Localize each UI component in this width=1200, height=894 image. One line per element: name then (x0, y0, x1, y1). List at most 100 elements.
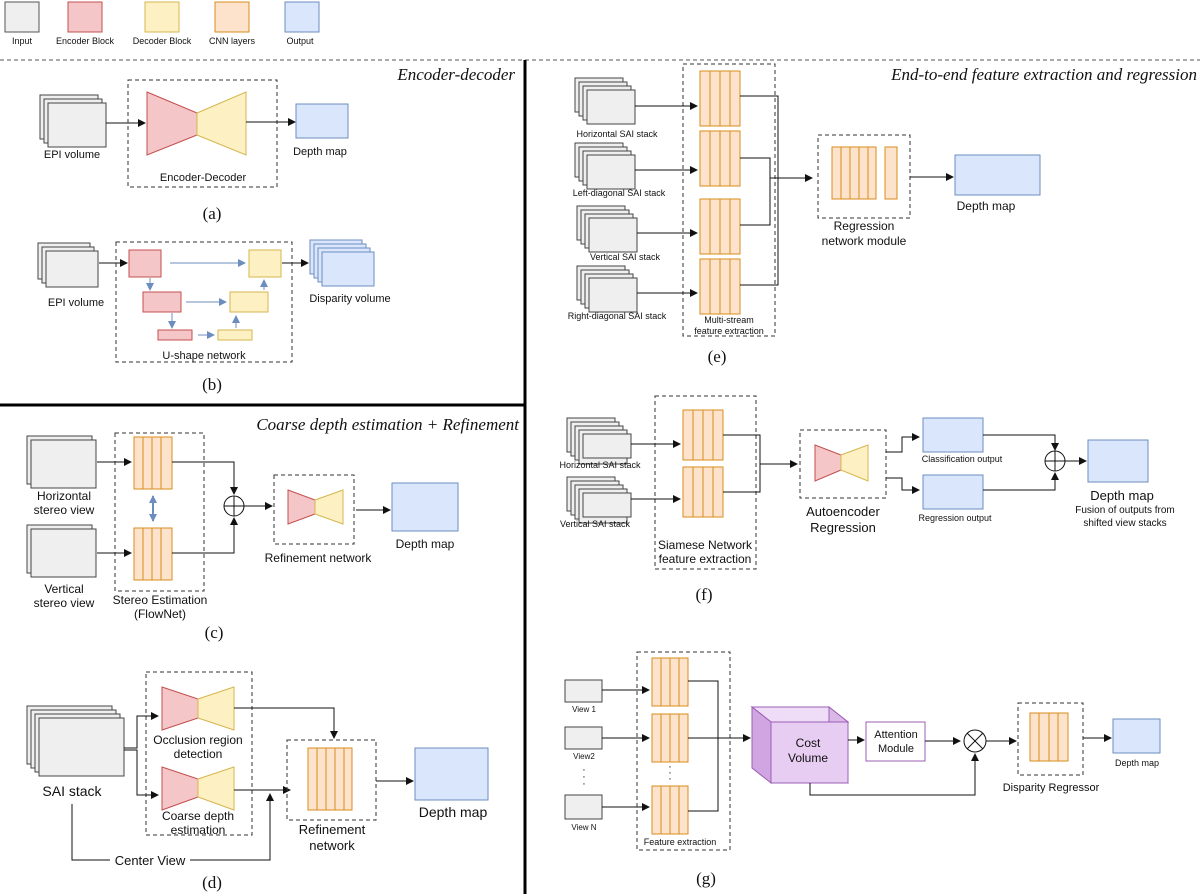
e-horizontal-stack (574, 77, 636, 125)
a-caption: (a) (203, 204, 222, 223)
panel-c: Horizontal stereo view Vertical stereo v… (26, 432, 459, 642)
f-siamese-box (654, 395, 757, 570)
g-feature-cnn-n (651, 785, 689, 835)
g-ellipsis-2: · (582, 771, 586, 783)
g-feature-label: Feature extraction (644, 837, 717, 847)
panel-f: Horizontal SAI stack Vertical SAI stack … (559, 395, 1175, 604)
d-occlusion-line2: detection (174, 747, 223, 761)
a-output-label: Depth map (293, 146, 347, 158)
d-refinement-line1: Refinement (299, 822, 366, 837)
e-cnn-stream-1 (699, 70, 741, 127)
f-output-label: Depth map (1090, 488, 1154, 503)
section-title-end-to-end: End-to-end feature extraction and regres… (890, 65, 1197, 84)
e-vertical-stack (576, 205, 638, 253)
a-depth-map-output (295, 103, 349, 139)
d-coarse-encoder (161, 766, 199, 811)
legend-label-cnn: CNN layers (209, 36, 256, 46)
d-input-label: SAI stack (42, 783, 102, 799)
d-occlusion-line1: Occlusion region (153, 733, 242, 747)
f-horizontal-stack (566, 417, 632, 465)
d-subnetwork-box (145, 671, 253, 836)
f-classification-output (922, 417, 984, 453)
g-cost-line1: Cost (796, 736, 821, 750)
f-siamese-cnn-1 (682, 409, 724, 461)
section-title-encoder-decoder: Encoder-decoder (396, 65, 515, 84)
b-ushape-box (115, 241, 293, 363)
f-classification-label: Classification output (922, 454, 1003, 464)
e-right-diagonal-stack (576, 265, 638, 313)
f-regression-output (922, 474, 984, 510)
e-regression-line1: Regression (834, 219, 895, 233)
g-attention-line1: Attention (874, 729, 917, 741)
b-input-label: EPI volume (48, 297, 104, 309)
legend-item-input: Input (4, 1, 40, 46)
e-caption: (e) (708, 347, 727, 366)
g-cnn-ellipsis-2: · (668, 767, 672, 779)
legend-label-input: Input (12, 36, 33, 46)
d-depth-map-output (414, 747, 489, 801)
panel-d: SAI stack Occlusion region detection Coa… (26, 671, 489, 892)
c-stereo-box (114, 432, 205, 592)
c-decoder (314, 489, 344, 525)
e-depth-map-output (954, 154, 1041, 196)
f-fusion-line2: shifted view stacks (1083, 518, 1166, 529)
b-decoder-3 (217, 329, 253, 341)
f-fusion-line1: Fusion of outputs from (1075, 505, 1175, 516)
legend-label-output: Output (286, 36, 314, 46)
b-encoder-3 (157, 329, 193, 341)
b-decoder-2 (229, 291, 269, 313)
g-output-label: Depth map (1115, 758, 1159, 768)
d-coarse-decoder (197, 766, 235, 811)
d-occlusion-decoder (197, 686, 235, 731)
legend: Input Encoder Block Decoder Block CNN la… (4, 1, 320, 46)
g-regressor-cnn (1029, 712, 1069, 762)
c-vertical-stereo-stack (26, 524, 97, 578)
f-encoder (814, 444, 842, 482)
legend-item-decoder: Decoder Block (133, 1, 192, 46)
f-siamese-cnn-2 (682, 466, 724, 518)
c-refinement-label: Refinement network (265, 551, 373, 565)
c-depth-map-output (391, 482, 459, 532)
e-multistream-line2: feature extraction (694, 326, 764, 336)
d-refinement-line2: network (309, 838, 355, 853)
f-siamese-line1: Siamese Network (658, 538, 753, 552)
section-title-coarse-refinement: Coarse depth estimation + Refinement (256, 415, 520, 434)
f-vertical-stack (566, 476, 632, 524)
e-input-1-label: Left-diagonal SAI stack (573, 188, 666, 198)
a-encoder-decoder-box (127, 79, 278, 188)
a-input-label: EPI volume (44, 149, 100, 161)
g-view-1-box (564, 679, 603, 703)
legend-label-encoder: Encoder Block (56, 36, 115, 46)
panel-a: EPI volume Encoder-Decoder Depth map (a) (39, 79, 349, 223)
f-sum-operator (1044, 450, 1066, 472)
legend-item-cnn: CNN layers (209, 1, 256, 46)
e-input-2-label: Vertical SAI stack (590, 252, 661, 262)
d-output-label: Depth map (419, 804, 488, 820)
c-caption: (c) (205, 623, 224, 642)
panel-e: Horizontal SAI stack Left-diagonal SAI s… (568, 63, 1041, 366)
c-cnn-block-bottom (133, 527, 173, 581)
b-epi-volume-stack (37, 242, 99, 288)
d-refinement-cnn (307, 747, 353, 811)
e-left-diagonal-stack (574, 142, 636, 190)
f-decoder (840, 444, 869, 482)
panel-b: EPI volume U-shape network Disparity vol… (37, 239, 391, 394)
d-sai-stack (26, 705, 125, 777)
e-regression-cnn (831, 146, 898, 200)
e-multistream-line1: Multi-stream (704, 315, 754, 325)
b-encoder-1 (128, 249, 162, 278)
g-multiply-operator (963, 729, 987, 753)
b-network-label: U-shape network (162, 350, 246, 362)
b-caption: (b) (202, 375, 222, 394)
e-input-0-label: Horizontal SAI stack (576, 129, 658, 139)
d-coarse-line1: Coarse depth (162, 809, 234, 823)
epi-volume-stack (39, 94, 107, 148)
c-refinement-box (273, 474, 355, 545)
g-view-1-label: View2 (573, 752, 595, 761)
g-cost-line2: Volume (788, 751, 828, 765)
g-ellipsis-3: · (582, 778, 586, 790)
e-cnn-stream-4 (699, 258, 741, 315)
f-input-0-label: Horizontal SAI stack (559, 460, 641, 470)
g-feature-cnn-2 (651, 713, 689, 763)
c-output-label: Depth map (396, 537, 455, 551)
